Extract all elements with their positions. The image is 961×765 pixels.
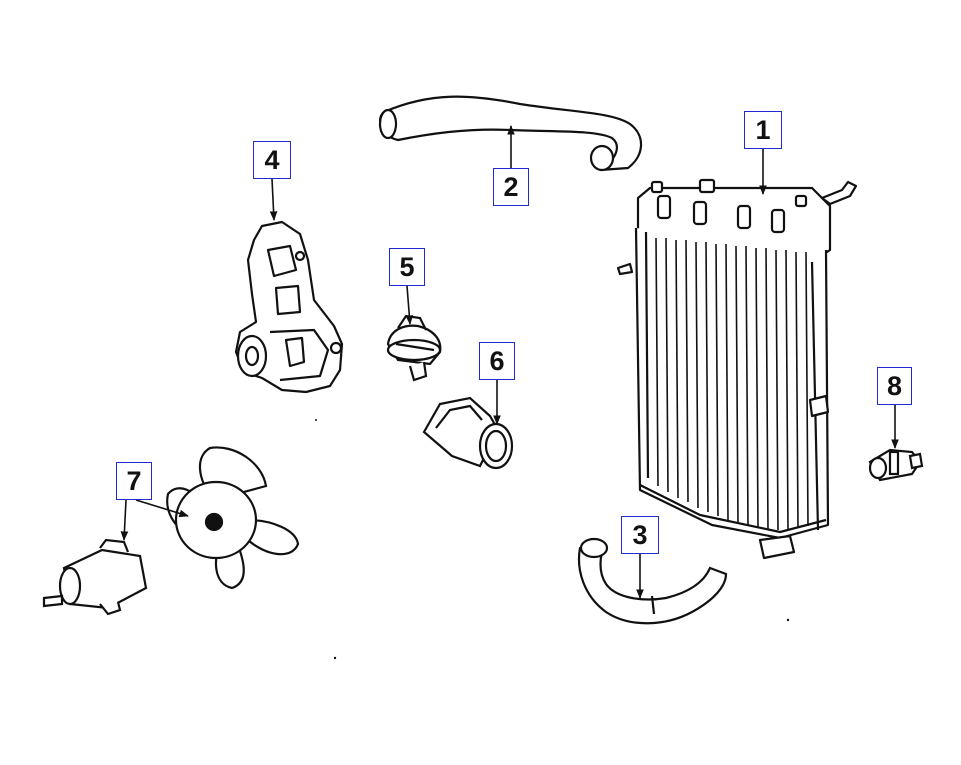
thermostat-housing xyxy=(422,396,514,470)
fan xyxy=(166,446,300,590)
callout-8: 8 xyxy=(877,367,912,405)
lower-hose xyxy=(578,537,728,625)
callout-6: 6 xyxy=(479,342,515,380)
callout-4: 4 xyxy=(253,141,291,179)
callout-5: 5 xyxy=(389,248,425,286)
water-pump xyxy=(234,220,344,394)
radiator xyxy=(616,178,858,560)
callout-3: 3 xyxy=(621,516,659,554)
callout-1: 1 xyxy=(744,111,782,149)
fan-motor xyxy=(42,538,148,616)
callout-2: 2 xyxy=(493,168,529,206)
temperature-switch xyxy=(868,448,924,482)
thermostat xyxy=(386,314,442,382)
leader-lines xyxy=(120,125,899,599)
callout-7: 7 xyxy=(116,462,152,500)
upper-hose xyxy=(378,95,643,172)
